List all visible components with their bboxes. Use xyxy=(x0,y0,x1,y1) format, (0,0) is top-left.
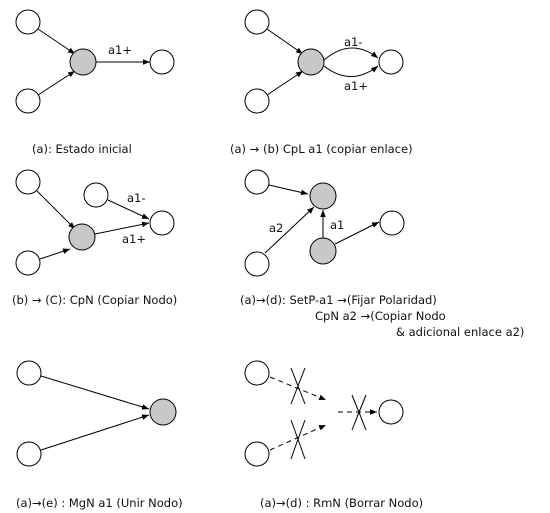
node-a-bottom xyxy=(15,88,41,114)
edge-a-1 xyxy=(37,28,76,55)
node-d-bottom xyxy=(244,251,270,277)
edge-e-1 xyxy=(40,375,150,410)
panel-b: a1- a1+ (a) → (b) CpL a1 (copiar enlace) xyxy=(230,9,413,156)
edge-f-1 xyxy=(269,376,327,401)
caption-a: (a): Estado inicial xyxy=(32,142,132,156)
edge-c-1 xyxy=(36,190,76,230)
node-f-right xyxy=(378,399,404,425)
edge-label-c-bottom: a1+ xyxy=(122,232,146,246)
caption-b: (a) → (b) CpL a1 (copiar enlace) xyxy=(230,142,413,156)
edge-c-4 xyxy=(94,221,150,235)
panel-d: a2 a1 (a)→(d): SetP-a1 →(Fijar Polaridad… xyxy=(240,169,524,339)
edge-label-b-top: a1- xyxy=(344,35,363,49)
edge-c-3 xyxy=(107,199,150,220)
cross-mark-3 xyxy=(351,394,367,431)
edge-label-d-a2: a2 xyxy=(269,221,283,235)
node-f-bottom xyxy=(244,441,270,467)
panel-a: a1+ (a): Estado inicial xyxy=(15,9,175,156)
node-c-right xyxy=(149,210,175,236)
panel-f: (a)→(d) : RmN (Borrar Nodo) xyxy=(244,360,423,510)
node-a-right xyxy=(149,49,175,75)
node-b-right xyxy=(378,49,404,75)
caption-d-line3: & adicional enlace a2) xyxy=(396,325,524,339)
node-d-upper-center xyxy=(309,182,337,210)
caption-d-line1: (a)→(d): SetP-a1 →(Fijar Polaridad) xyxy=(240,293,437,307)
node-b-center xyxy=(297,48,325,76)
node-c-bottom xyxy=(15,250,41,276)
edge-label-d-a1: a1 xyxy=(330,218,344,232)
edge-d-4 xyxy=(334,221,380,245)
node-b-bottom xyxy=(244,88,270,114)
node-a-center xyxy=(69,48,97,76)
caption-e: (a)→(e) : MgN a1 (Unir Nodo) xyxy=(16,496,183,510)
node-e-top xyxy=(16,360,42,386)
node-d-right xyxy=(379,210,405,236)
node-e-merged xyxy=(149,398,177,426)
caption-d-line2: CpN a2 →(Copiar Nodo xyxy=(315,309,446,323)
edge-a-2 xyxy=(37,70,76,96)
node-e-bottom xyxy=(16,441,42,467)
edge-b-1 xyxy=(266,28,304,55)
node-d-lower-center xyxy=(309,237,337,265)
cross-mark-2 xyxy=(290,419,306,460)
node-c-copy xyxy=(83,182,109,208)
node-f-top xyxy=(244,360,270,386)
node-c-center xyxy=(68,223,96,251)
caption-c: (b) → (C): CpN (Copiar Nodo) xyxy=(12,293,177,307)
edge-b-upper xyxy=(323,47,379,61)
edge-b-2 xyxy=(266,70,304,96)
node-c-top xyxy=(15,169,41,195)
edge-d-2 xyxy=(264,206,315,254)
edge-b-lower xyxy=(323,65,379,77)
edge-label-b-bottom: a1+ xyxy=(344,79,368,93)
node-b-top xyxy=(244,9,270,35)
panel-c: a1- a1+ (b) → (C): CpN (Copiar Nodo) xyxy=(12,169,177,307)
edge-e-2 xyxy=(40,414,150,451)
edge-f-2 xyxy=(269,424,327,451)
edge-d-1 xyxy=(268,184,309,196)
panel-e: (a)→(e) : MgN a1 (Unir Nodo) xyxy=(16,360,183,510)
edge-label-a1-plus: a1+ xyxy=(108,43,132,57)
node-d-top xyxy=(244,169,270,195)
edge-label-c-top: a1- xyxy=(127,191,146,205)
cross-mark-1 xyxy=(290,367,306,405)
caption-f: (a)→(d) : RmN (Borrar Nodo) xyxy=(260,496,423,510)
edge-c-2 xyxy=(39,248,71,260)
node-a-top xyxy=(15,9,41,35)
